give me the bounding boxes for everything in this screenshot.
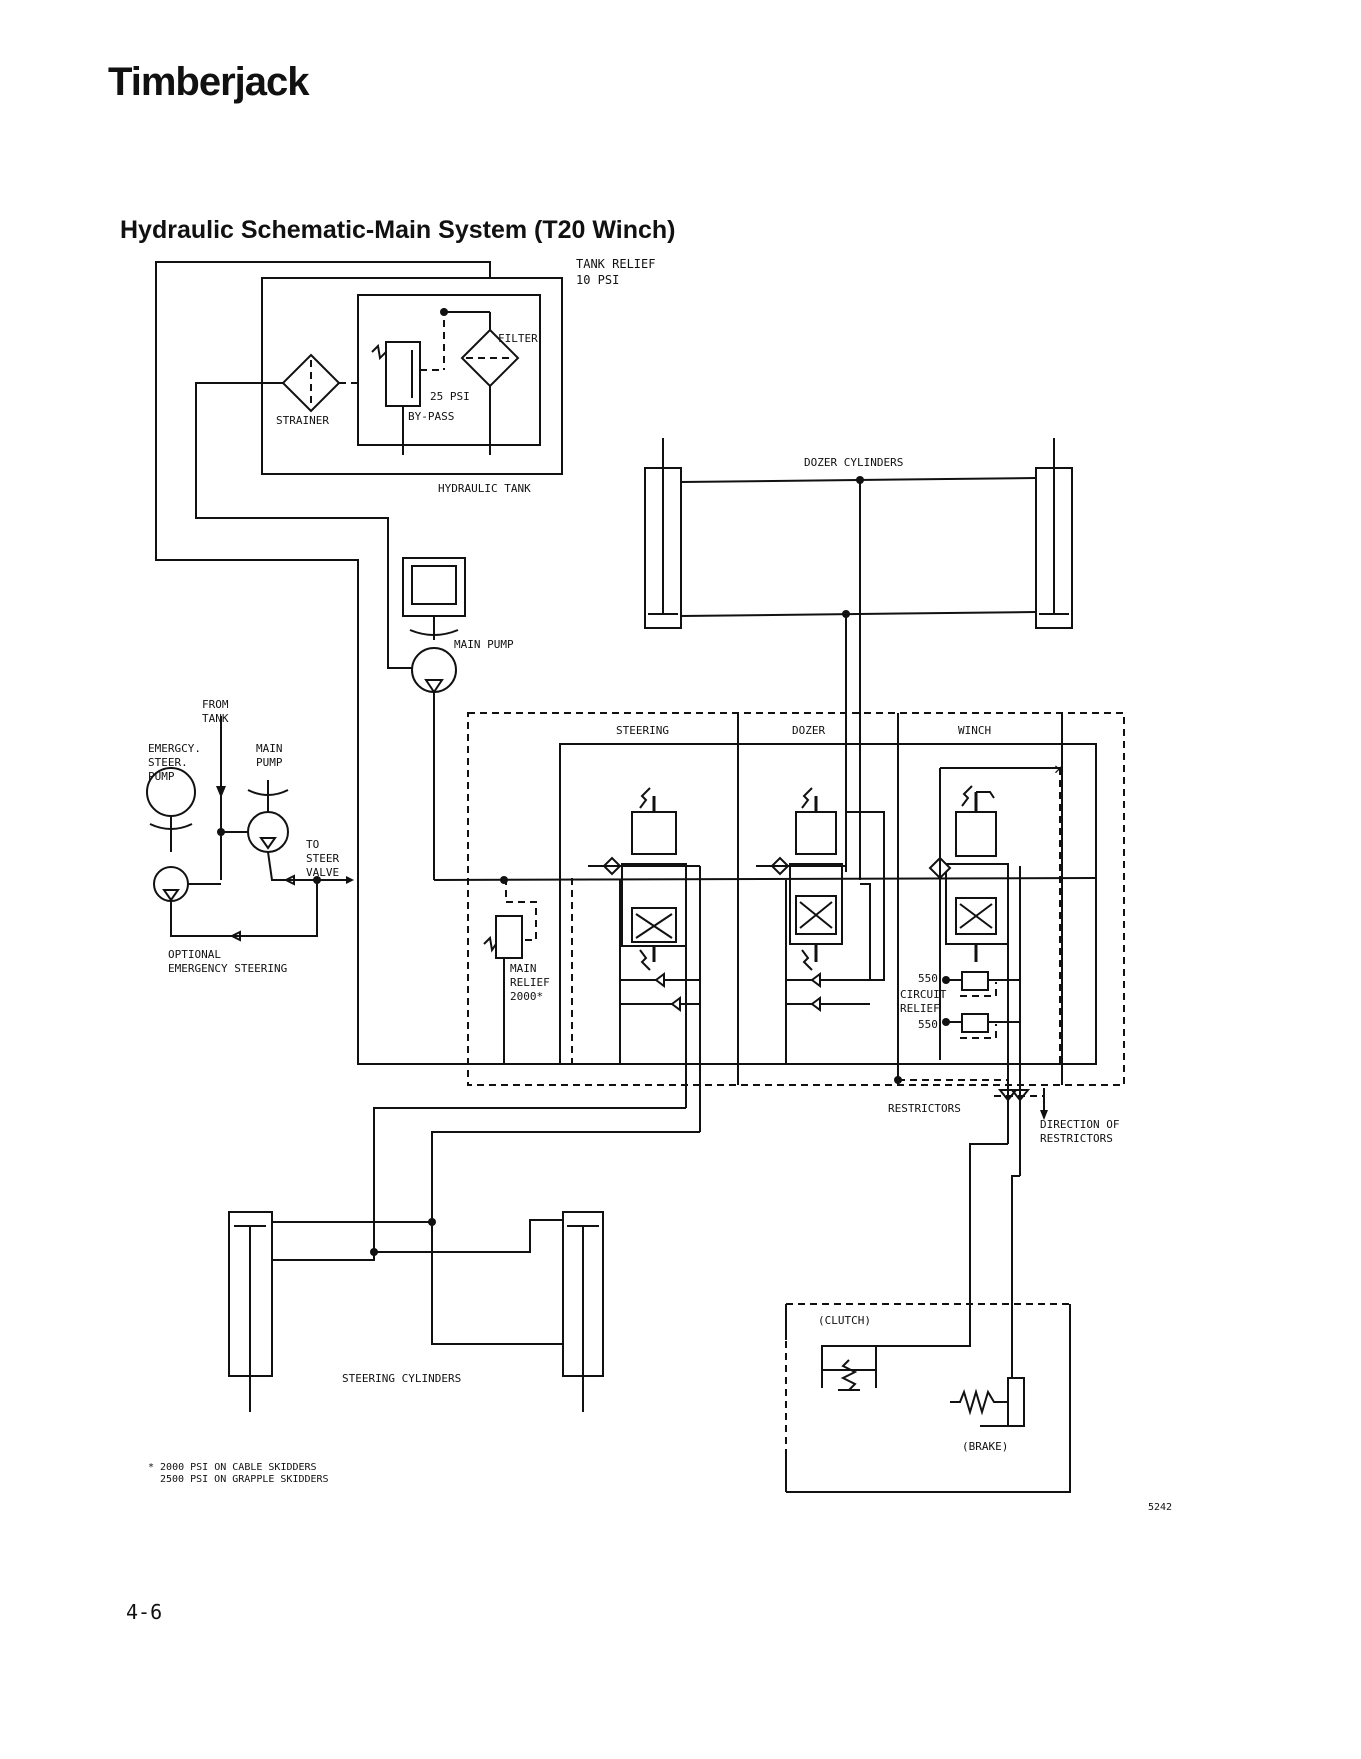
emergency-steering-label: EMERGENCY STEERING — [168, 962, 287, 975]
emergency-steering — [146, 716, 354, 942]
main-pump — [402, 557, 466, 880]
strainer-label: STRAINER — [276, 414, 329, 427]
main-relief-label-3: 2000* — [510, 990, 543, 1003]
relief-550-top-label: 550 — [918, 972, 938, 985]
page-title: Hydraulic Schematic-Main System (T20 Win… — [120, 216, 676, 244]
brake-icon — [1007, 1377, 1025, 1427]
main-pump-icon — [411, 647, 457, 693]
steer-label: STEER. — [148, 756, 188, 769]
tank-label: TANK — [202, 712, 229, 725]
tank-relief-label: TANK RELIEF — [576, 257, 655, 271]
winch-section-label: WINCH — [958, 724, 991, 737]
svg-text:✕: ✕ — [1054, 759, 1064, 778]
clutch-label: (CLUTCH) — [818, 1314, 871, 1327]
bypass-label: BY-PASS — [408, 410, 454, 423]
footnote-1: * 2000 PSI ON CABLE SKIDDERS — [148, 1462, 317, 1473]
brake-label: (BRAKE) — [962, 1440, 1008, 1453]
circuit-label: CIRCUIT — [900, 988, 947, 1001]
control-valve-block: ✕ — [433, 712, 1125, 1132]
relief-label: RELIEF — [900, 1002, 940, 1015]
pump-label: PUMP — [148, 770, 175, 783]
filter-label: FILTER — [498, 332, 538, 345]
clutch-brake-box — [785, 1303, 1071, 1493]
main-pump-label: MAIN PUMP — [454, 638, 514, 651]
to-label: TO — [306, 838, 319, 851]
steer-valve-label-1: STEER — [306, 852, 339, 865]
bypass-valve-icon — [385, 341, 421, 407]
main-pump-small-label-1: MAIN — [256, 742, 283, 755]
dozer-cylinders — [644, 438, 1073, 880]
brand-logo: Timberjack — [108, 60, 309, 104]
relief-550-bottom-label: 550 — [918, 1018, 938, 1031]
steering-cylinders-label: STEERING CYLINDERS — [342, 1372, 461, 1385]
clutch-icon — [821, 1345, 877, 1371]
footnote-2: 2500 PSI ON GRAPPLE SKIDDERS — [160, 1474, 329, 1485]
restrictors-label: RESTRICTORS — [888, 1102, 961, 1115]
restrictors-direction-label: RESTRICTORS — [1040, 1132, 1113, 1145]
hydraulic-tank-label: HYDRAULIC TANK — [438, 482, 531, 495]
from-label: FROM — [202, 698, 229, 711]
main-relief-label-1: MAIN — [510, 962, 537, 975]
main-pump-small-label-2: PUMP — [256, 756, 283, 769]
bypass-psi-label: 25 PSI — [430, 390, 470, 403]
steering-section-label: STEERING — [616, 724, 669, 737]
optional-label: OPTIONAL — [168, 948, 221, 961]
dozer-section-label: DOZER — [792, 724, 825, 737]
steer-valve-label-2: VALVE — [306, 866, 339, 879]
page-number: 4-6 — [126, 1600, 163, 1624]
main-relief-label-2: RELIEF — [510, 976, 550, 989]
emergcy-label: EMERGCY. — [148, 742, 201, 755]
restrictors — [894, 1060, 1048, 1176]
hydraulic-tank — [261, 277, 563, 475]
main-relief-icon — [495, 915, 523, 959]
steering-cylinders — [228, 1211, 604, 1412]
dozer-cylinders-label: DOZER CYLINDERS — [804, 456, 903, 469]
drawing-number: 5242 — [1148, 1502, 1172, 1513]
main-pump-small-icon — [247, 811, 289, 853]
tank-relief-psi-label: 10 PSI — [576, 273, 619, 287]
direction-of-label: DIRECTION OF — [1040, 1118, 1119, 1131]
strainer-icon — [281, 353, 341, 413]
